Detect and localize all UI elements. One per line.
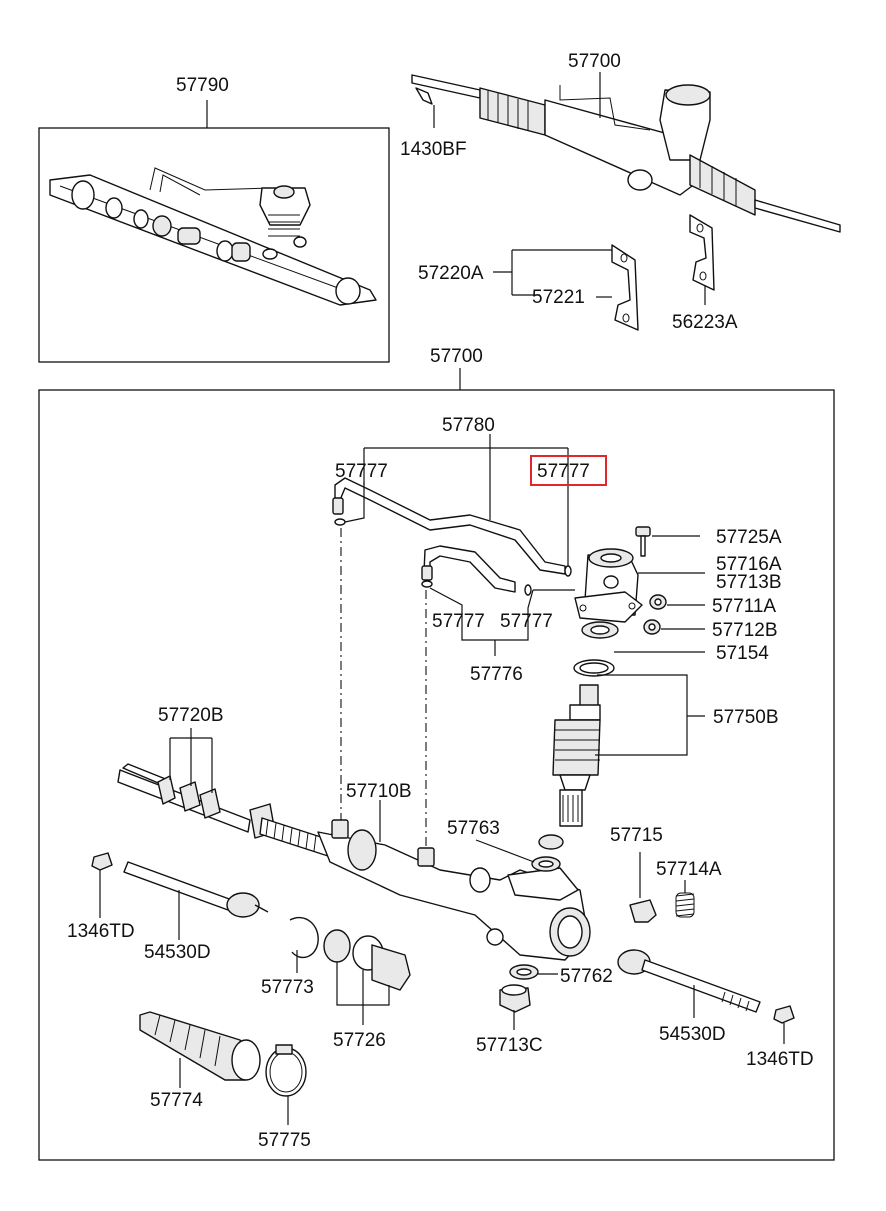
seal-57762-icon <box>509 964 539 980</box>
label-bushing-57726[interactable]: 57726 <box>333 1030 386 1051</box>
label-oring-lower-a[interactable]: 57777 <box>432 611 485 632</box>
spring-57714a-icon <box>675 892 695 918</box>
label-assy-top[interactable]: 57700 <box>568 51 621 72</box>
ring-57773-icon <box>289 916 319 959</box>
label-nut-1346td-left[interactable]: 1346TD <box>67 921 135 942</box>
label-assy-frame[interactable]: 57700 <box>430 346 483 367</box>
label-seal-57763[interactable]: 57763 <box>447 818 500 839</box>
label-ring-57773[interactable]: 57773 <box>261 977 314 998</box>
label-valve-57750b[interactable]: 57750B <box>713 707 779 728</box>
band-57775-icon <box>265 1044 307 1097</box>
oring-left-icon <box>334 518 346 526</box>
bushing-57726-leader <box>336 962 390 1025</box>
label-rack-57710b[interactable]: 57710B <box>346 781 412 802</box>
label-nut-57711a[interactable]: 57711A <box>712 596 776 617</box>
label-clamp-57221[interactable]: 57221 <box>532 287 585 308</box>
oring-highlight-icon <box>564 565 572 577</box>
label-tube-57776[interactable]: 57776 <box>470 664 523 685</box>
nut-1346td-right-icon <box>773 1005 795 1024</box>
seal-ring-icon <box>573 659 615 677</box>
bolt-1430bf-icon <box>415 87 433 105</box>
label-clamp-57220a[interactable]: 57220A <box>418 263 484 284</box>
seal-57763-leader <box>475 839 535 863</box>
nut-57712b-icon <box>643 619 661 635</box>
tierod-left-icon <box>123 861 269 918</box>
label-kit-57790[interactable]: 57790 <box>176 75 229 96</box>
clamp-57220a-leader <box>493 249 612 296</box>
kit-exploded-illustration <box>49 167 377 306</box>
valve-housing-icon <box>574 548 643 623</box>
valve-leader <box>595 674 705 756</box>
label-plug-57713c[interactable]: 57713C <box>476 1035 543 1056</box>
label-tierod-54530d-right[interactable]: 54530D <box>659 1024 726 1045</box>
tube-set-57780-illustration <box>332 477 566 593</box>
label-bolt-1430bf[interactable]: 1430BF <box>400 139 467 160</box>
yoke-57715-icon <box>629 899 657 923</box>
seal-57763-icon <box>531 834 564 872</box>
label-nut-1346td-right[interactable]: 1346TD <box>746 1049 814 1070</box>
kit-frame <box>38 127 390 363</box>
plug-57713c-icon <box>499 984 531 1013</box>
oring-lower-a-icon <box>421 580 433 588</box>
nut-57711a-icon <box>649 594 667 610</box>
label-yoke-57715[interactable]: 57715 <box>610 825 663 846</box>
label-nut-57712b[interactable]: 57712B <box>712 620 778 641</box>
boot-57774-icon <box>139 1011 261 1081</box>
label-boot-57774[interactable]: 57774 <box>150 1090 203 1111</box>
label-tierod-54530d-left[interactable]: 54530D <box>144 942 211 963</box>
main-assembly-frame <box>38 389 835 1161</box>
bushing-57726-icon <box>323 929 411 991</box>
label-clamp-56223a[interactable]: 56223A <box>672 312 738 333</box>
oring-left-leader <box>344 482 365 523</box>
rack-housing-icon <box>117 763 591 961</box>
label-oring-left[interactable]: 57777 <box>335 461 388 482</box>
bushing-57720b-leader <box>169 728 213 793</box>
assembled-gear-illustration <box>411 74 841 233</box>
seal-57154-icon <box>581 621 619 639</box>
label-bolt-57725a[interactable]: 57725A <box>716 527 782 548</box>
label-spring-57714a[interactable]: 57714A <box>656 859 722 880</box>
nut-1346td-left-icon <box>91 852 113 871</box>
label-bushing-57720b[interactable]: 57720B <box>158 705 224 726</box>
label-band-57775[interactable]: 57775 <box>258 1130 311 1151</box>
label-oring-lower-b[interactable]: 57777 <box>500 611 553 632</box>
clamp-57221-icon <box>611 244 639 331</box>
label-housing-57716a[interactable]: 57716A <box>716 554 782 575</box>
label-seal-57762[interactable]: 57762 <box>560 966 613 987</box>
clamp-56223a-icon <box>689 214 715 291</box>
label-seal-57154[interactable]: 57154 <box>716 643 769 664</box>
label-oring-highlight[interactable]: 57777 <box>537 461 590 482</box>
valve-assembly-icon <box>552 684 601 827</box>
label-tube-set-57780[interactable]: 57780 <box>442 415 495 436</box>
oring-lower-b-icon <box>524 584 532 596</box>
tube-set-leader <box>363 434 569 520</box>
bolt-57725a-icon <box>635 526 651 557</box>
highlight-box <box>530 455 607 486</box>
oring-lower-leader <box>429 587 534 656</box>
label-housing-57713b[interactable]: 57713B <box>716 572 782 593</box>
tierod-right-icon <box>617 949 761 1013</box>
